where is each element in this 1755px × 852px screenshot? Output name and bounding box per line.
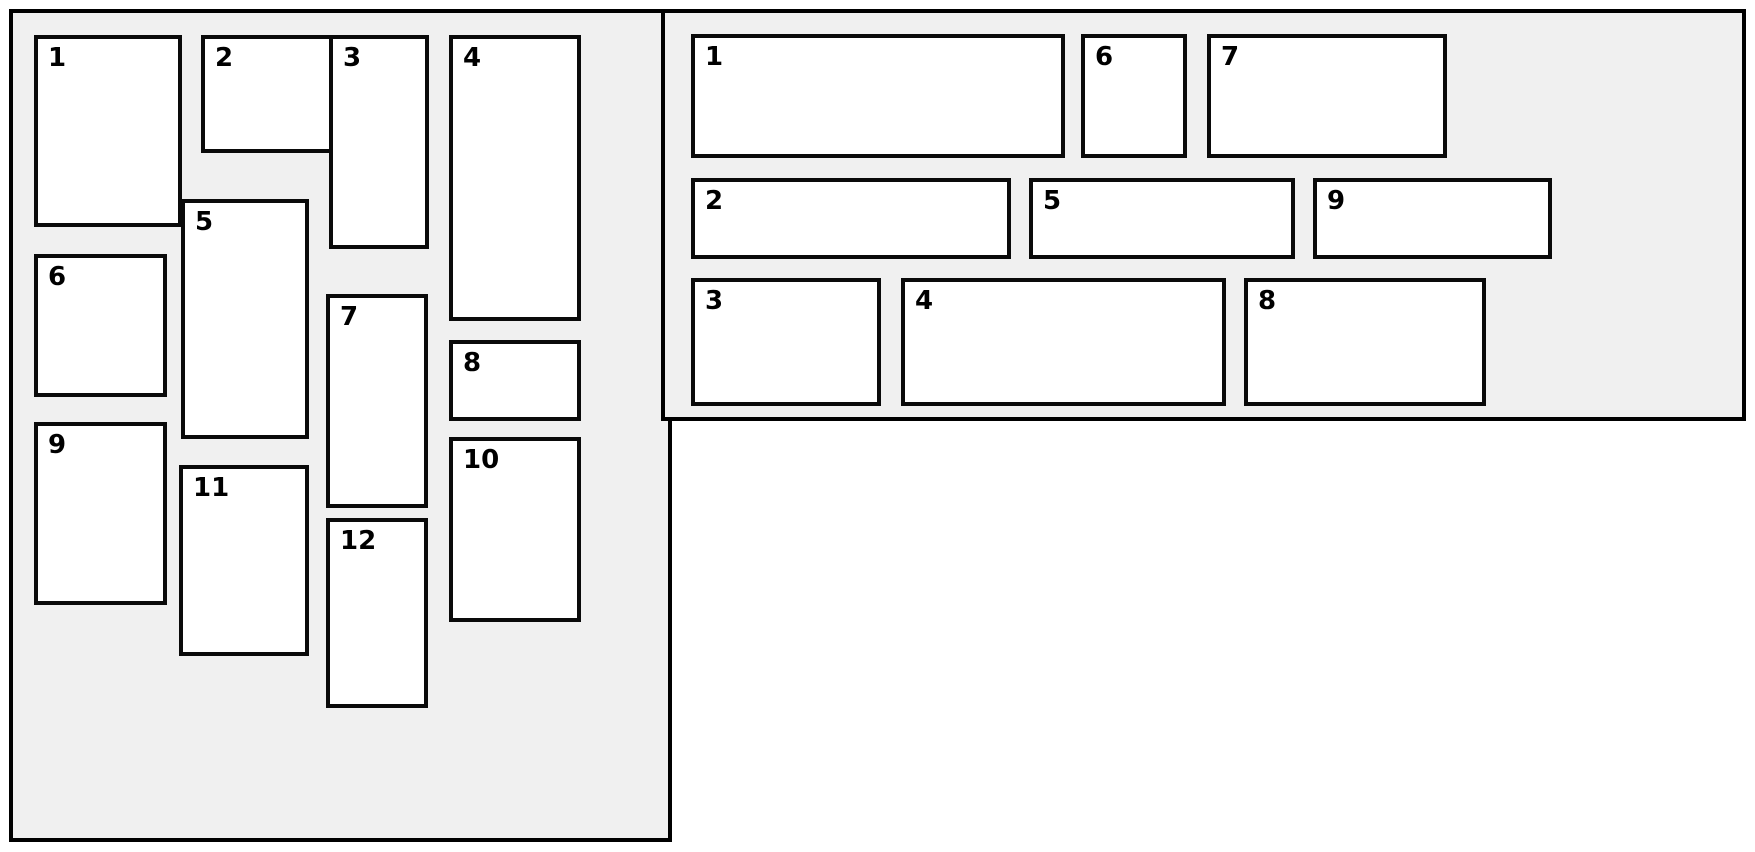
layout-cell-label: 1 (48, 43, 67, 73)
layout-cell[interactable]: 2 (691, 178, 1011, 259)
layout-cell[interactable]: 2 (201, 35, 347, 153)
layout-cell-label: 7 (340, 302, 359, 332)
layout-cell-label: 3 (343, 43, 362, 73)
layout-cell-label: 2 (705, 186, 724, 216)
layout-cell-label: 6 (1095, 42, 1114, 72)
layout-cell-label: 12 (340, 526, 377, 556)
right-layout-panel: 1 2 3 4 5 6 7 8 9 (661, 9, 1746, 421)
layout-cell-label: 8 (463, 348, 482, 378)
layout-cell[interactable]: 6 (1081, 34, 1187, 158)
layout-cell[interactable]: 12 (326, 518, 428, 708)
layout-cell[interactable]: 1 (34, 35, 182, 227)
layout-cell[interactable]: 6 (34, 254, 167, 397)
layout-cell[interactable]: 7 (326, 294, 428, 508)
layout-cell-label: 1 (705, 42, 724, 72)
layout-cell[interactable]: 3 (329, 35, 429, 249)
layout-cell-label: 7 (1221, 42, 1240, 72)
layout-cell[interactable]: 3 (691, 278, 881, 406)
layout-cell-label: 2 (215, 43, 234, 73)
layout-cell[interactable]: 9 (1313, 178, 1552, 259)
layout-cell[interactable]: 5 (181, 199, 309, 439)
layout-cell-label: 10 (463, 445, 500, 475)
layout-cell-label: 9 (1327, 186, 1346, 216)
layout-cell[interactable]: 8 (449, 340, 581, 421)
layout-cell-label: 4 (915, 286, 934, 316)
layout-cell[interactable]: 1 (691, 34, 1065, 158)
layout-cell-label: 5 (1043, 186, 1062, 216)
layout-cell-label: 4 (463, 43, 482, 73)
layout-cell[interactable]: 4 (901, 278, 1226, 406)
layout-cell-label: 3 (705, 286, 724, 316)
layout-cell-label: 8 (1258, 286, 1277, 316)
layout-cell[interactable]: 4 (449, 35, 581, 321)
layout-cell-label: 11 (193, 473, 230, 503)
layout-cell[interactable]: 7 (1207, 34, 1447, 158)
layout-cell[interactable]: 8 (1244, 278, 1486, 406)
layout-cell[interactable]: 5 (1029, 178, 1295, 259)
layout-cell[interactable]: 10 (449, 437, 581, 622)
layout-cell[interactable]: 11 (179, 465, 309, 656)
layout-cell[interactable]: 9 (34, 422, 167, 605)
layout-cell-label: 5 (195, 207, 214, 237)
layout-cell-label: 6 (48, 262, 67, 292)
layout-cell-label: 9 (48, 430, 67, 460)
